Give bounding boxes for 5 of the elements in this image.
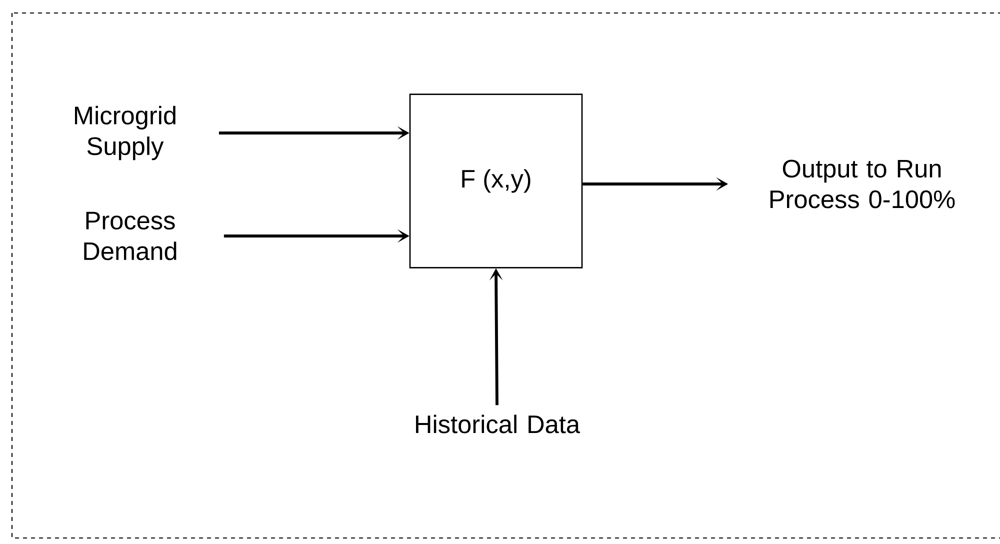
function-box: F (x,y) bbox=[409, 94, 583, 268]
input-label: Process Demand bbox=[84, 212, 176, 260]
input-label: Historical Data bbox=[416, 414, 580, 434]
input-label: Microgrid Supply bbox=[75, 106, 176, 160]
input-label: Output to Run Process 0-100% bbox=[770, 160, 955, 208]
